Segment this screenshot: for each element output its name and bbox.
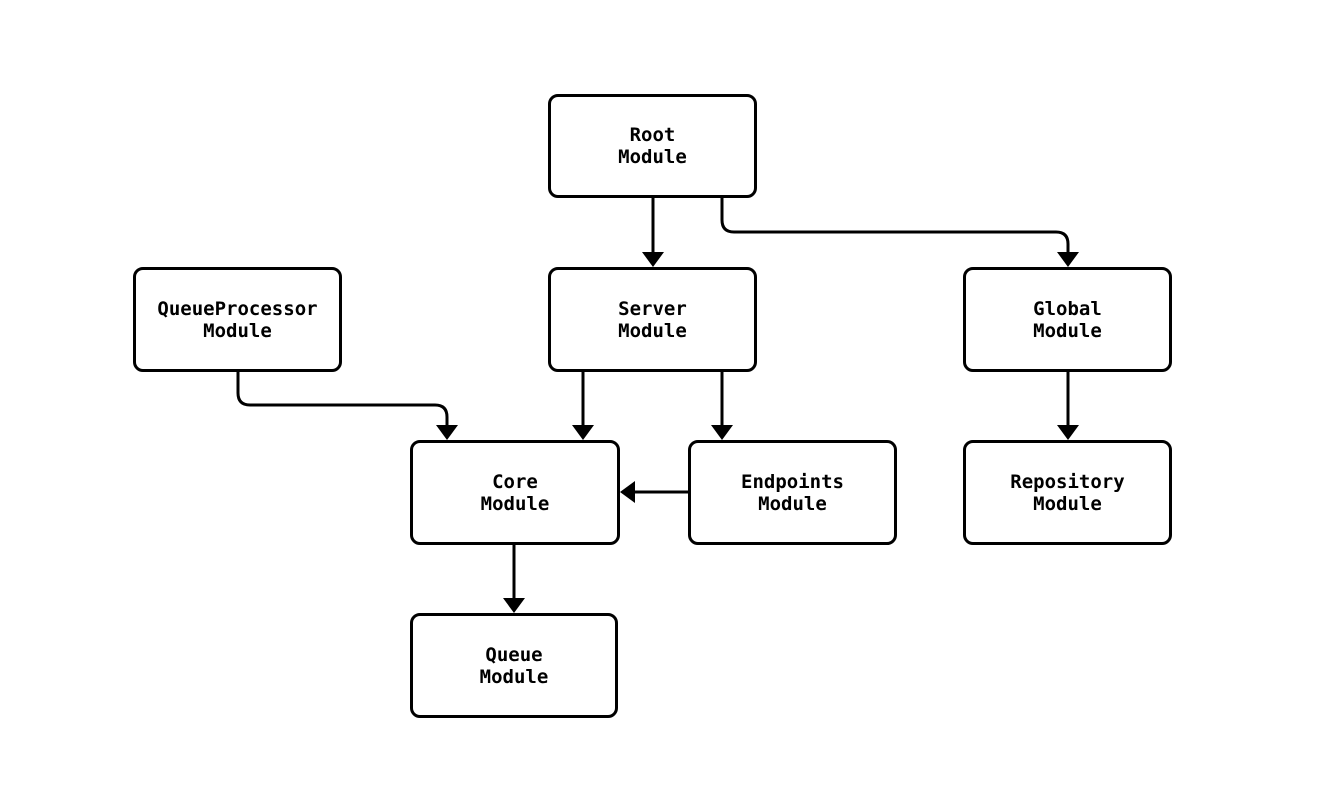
edge-root-to-server (642, 198, 664, 267)
node-root-module: Root Module (548, 94, 757, 198)
node-label-line: Endpoints (741, 470, 844, 493)
node-queue-module: Queue Module (410, 613, 618, 718)
node-label-line: Module (618, 319, 687, 342)
node-label-line: Module (1033, 319, 1102, 342)
node-core-module: Core Module (410, 440, 620, 545)
edge-queueprocessor-to-core (236, 372, 458, 440)
node-label: Repository Module (1010, 471, 1124, 515)
node-label-line: Module (480, 492, 550, 515)
edge-server-to-endpoints (711, 372, 733, 440)
node-label: Server Module (618, 298, 687, 342)
node-label: Global Module (1033, 298, 1102, 342)
node-label-line: Module (1033, 492, 1102, 515)
node-label: Root Module (618, 124, 687, 168)
node-label-line: Module (618, 146, 687, 168)
edge-global-to-repository (1057, 372, 1079, 440)
node-label-line: Repository (1010, 470, 1125, 493)
node-endpoints-module: Endpoints Module (688, 440, 897, 545)
node-label-line: Module (479, 665, 549, 688)
node-label: Endpoints Module (741, 471, 844, 515)
edge-root-to-global (720, 198, 1079, 267)
node-label-line: Root (629, 124, 676, 146)
node-label: Queue Module (480, 644, 549, 688)
node-label-line: Module (203, 319, 272, 342)
node-label-line: Global (1033, 297, 1102, 320)
edge-server-to-core (572, 372, 594, 440)
node-label-line: QueueProcessor (157, 297, 318, 320)
node-label-line: Queue (485, 643, 543, 666)
node-server-module: Server Module (548, 267, 757, 372)
edge-core-to-queue (503, 545, 525, 613)
edge-endpoints-to-core (620, 481, 688, 503)
node-repository-module: Repository Module (963, 440, 1172, 545)
node-label: QueueProcessor Module (157, 298, 317, 342)
node-label-line: Core (492, 470, 538, 493)
node-global-module: Global Module (963, 267, 1172, 372)
node-label-line: Module (758, 492, 827, 515)
node-label-line: Server (618, 297, 687, 320)
node-queueprocessor-module: QueueProcessor Module (133, 267, 342, 372)
node-label: Core Module (481, 471, 550, 515)
